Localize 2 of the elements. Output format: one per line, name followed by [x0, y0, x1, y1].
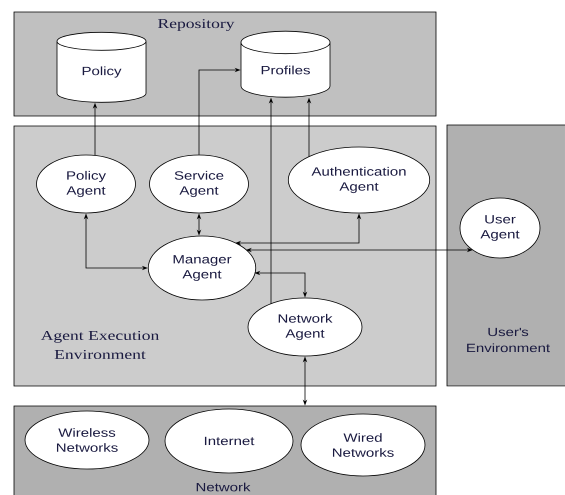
database-cylinder: Profiles [240, 30, 330, 98]
database-cylinder: Policy [56, 32, 146, 103]
